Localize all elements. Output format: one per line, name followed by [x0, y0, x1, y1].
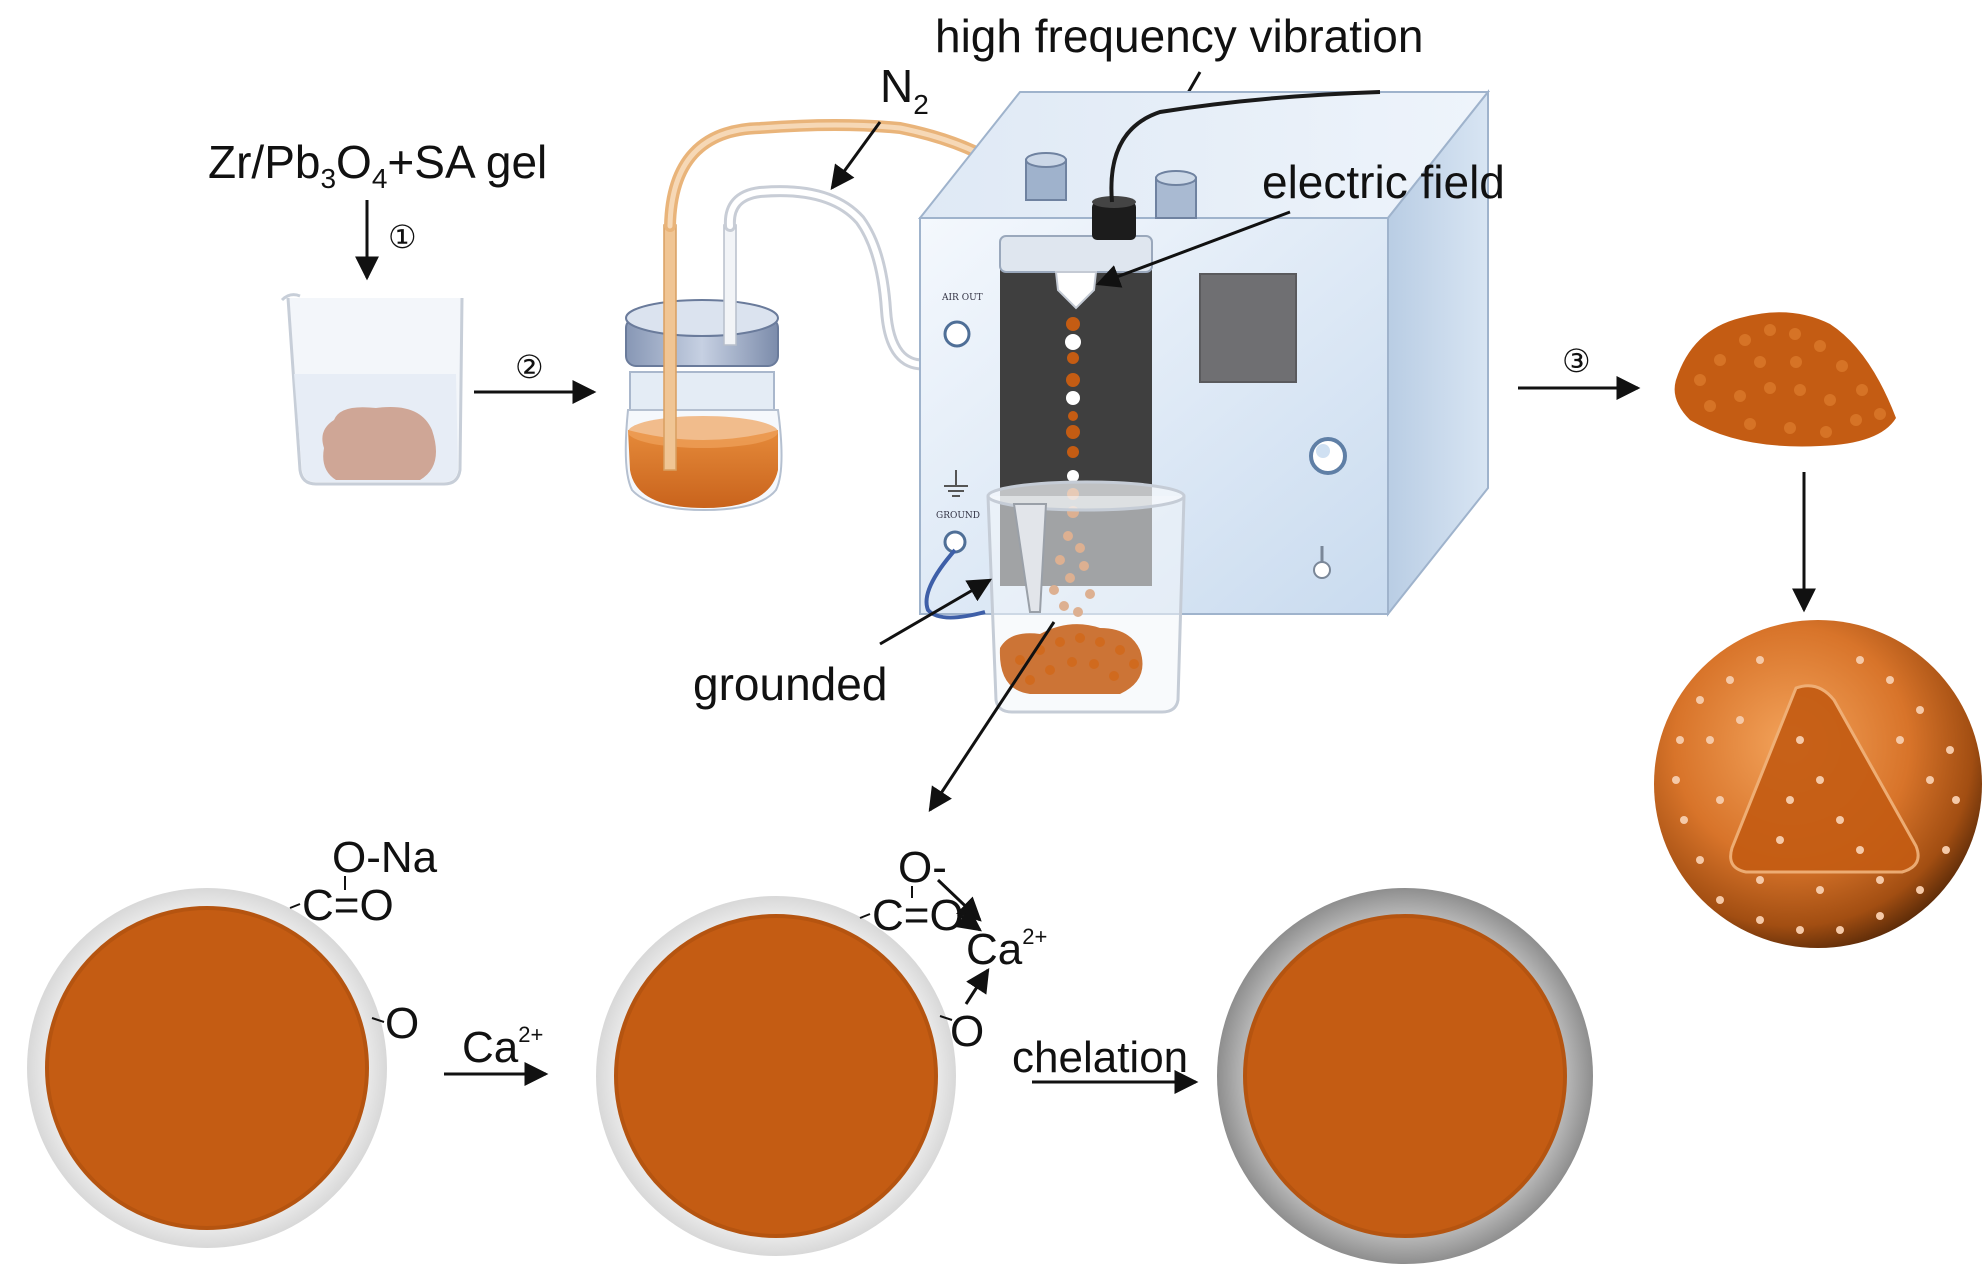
- vibration-head: [1092, 202, 1136, 240]
- nozzle-tip: [1054, 271, 1098, 310]
- arrow-electric-field: [1095, 210, 1291, 288]
- p1-o: O: [385, 999, 419, 1048]
- arrow-ceo-to-ca: [955, 907, 982, 932]
- vibration-cable: [1109, 90, 1381, 203]
- arrow-grounded: [879, 578, 993, 646]
- particle-2: [596, 896, 956, 1256]
- cutaway-sphere: [1654, 620, 1982, 948]
- p1-c-eq-o: C=O: [302, 881, 394, 930]
- p1-o-na: O-Na: [332, 833, 438, 882]
- step-3-label: ③: [1562, 343, 1591, 379]
- machine-switch: [1313, 561, 1331, 579]
- ground-wire: [924, 548, 986, 620]
- air-out-label: AIR OUT: [941, 293, 983, 303]
- ground-label: GROUND: [936, 511, 980, 521]
- collection-beaker: [986, 480, 1186, 714]
- beaker-with-gel: [280, 293, 464, 486]
- label-high-frequency-vibration: high frequency vibration: [935, 10, 1423, 62]
- label-n2: N2: [880, 60, 929, 120]
- step-2-label: ②: [515, 349, 544, 385]
- machine-knob: [1309, 437, 1347, 475]
- nozzle-bar: [999, 235, 1153, 273]
- sphere-surface-dots: [1672, 656, 1960, 934]
- arrow-to-chelation: [928, 621, 1056, 813]
- sphere-cutaway: [1729, 684, 1920, 874]
- jar-with-liquid: [624, 224, 783, 512]
- label-chelation: chelation: [1012, 1033, 1188, 1082]
- gel-blob: [322, 406, 436, 480]
- product-bead-pile: [1674, 312, 1896, 447]
- p2-o-minus: O-: [898, 843, 947, 892]
- p2-c-eq-o: C=O: [872, 891, 964, 940]
- label-gel: Zr/Pb3O4+SA gel: [208, 136, 547, 194]
- arrow-n2: [830, 121, 882, 190]
- arrow-o-up-to-ca: [964, 967, 990, 1005]
- particle-1: [27, 888, 387, 1248]
- label-grounded: grounded: [693, 658, 887, 710]
- ground-port: [943, 530, 967, 554]
- machine-display: [1199, 273, 1297, 383]
- p2-o: O: [950, 1007, 984, 1056]
- ground-electrode: [1012, 503, 1048, 613]
- air-out-port: [943, 320, 971, 348]
- p2-ca: Ca2+: [966, 924, 1047, 974]
- particle-3: [1217, 888, 1593, 1264]
- label-electric-field: electric field: [1262, 156, 1505, 208]
- label-ca-arrow: Ca2+: [462, 1022, 543, 1072]
- electrospray-machine: AIR OUT GROUND: [917, 89, 1491, 620]
- step-1-label: ①: [388, 219, 417, 255]
